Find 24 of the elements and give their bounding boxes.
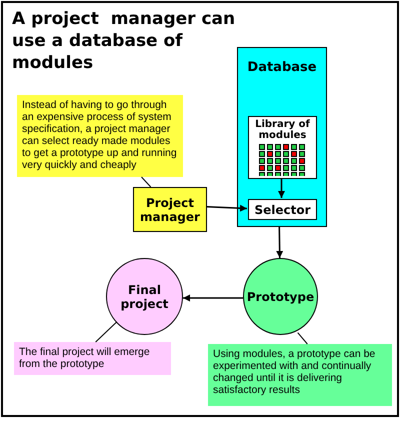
leader-line xyxy=(141,176,152,188)
diagram-title: A project manager can use a database of modules xyxy=(12,8,236,74)
node-label: Final project xyxy=(120,282,170,310)
note-text: Instead of having to go through an expensive process of system specification, a project manager can select ready made modules to get a prototype up and running very quickly and cheaply xyxy=(22,99,178,171)
arrow xyxy=(183,294,243,302)
node-label: Selector xyxy=(254,202,311,216)
node-label: Prototype xyxy=(246,290,314,304)
leader-line xyxy=(297,332,308,344)
leader-line xyxy=(95,321,118,342)
note-box xyxy=(17,95,183,177)
box-label: Library of modules xyxy=(254,119,311,141)
database-panel xyxy=(237,47,327,227)
node-label: Project manager xyxy=(139,196,201,224)
panel-heading: Database xyxy=(247,60,317,76)
note-text: The final project will emerge from the prototype xyxy=(19,346,151,370)
process-box xyxy=(133,187,207,232)
arrow xyxy=(278,178,285,198)
library-box xyxy=(248,116,317,179)
process-box xyxy=(248,199,317,220)
note-box xyxy=(14,342,171,375)
arrow xyxy=(206,204,248,212)
arrow xyxy=(276,226,284,258)
note-text: Using modules, a prototype can be experimented with and continually changed until it is delivering satisfactory results xyxy=(213,348,376,396)
note-box xyxy=(208,344,392,406)
